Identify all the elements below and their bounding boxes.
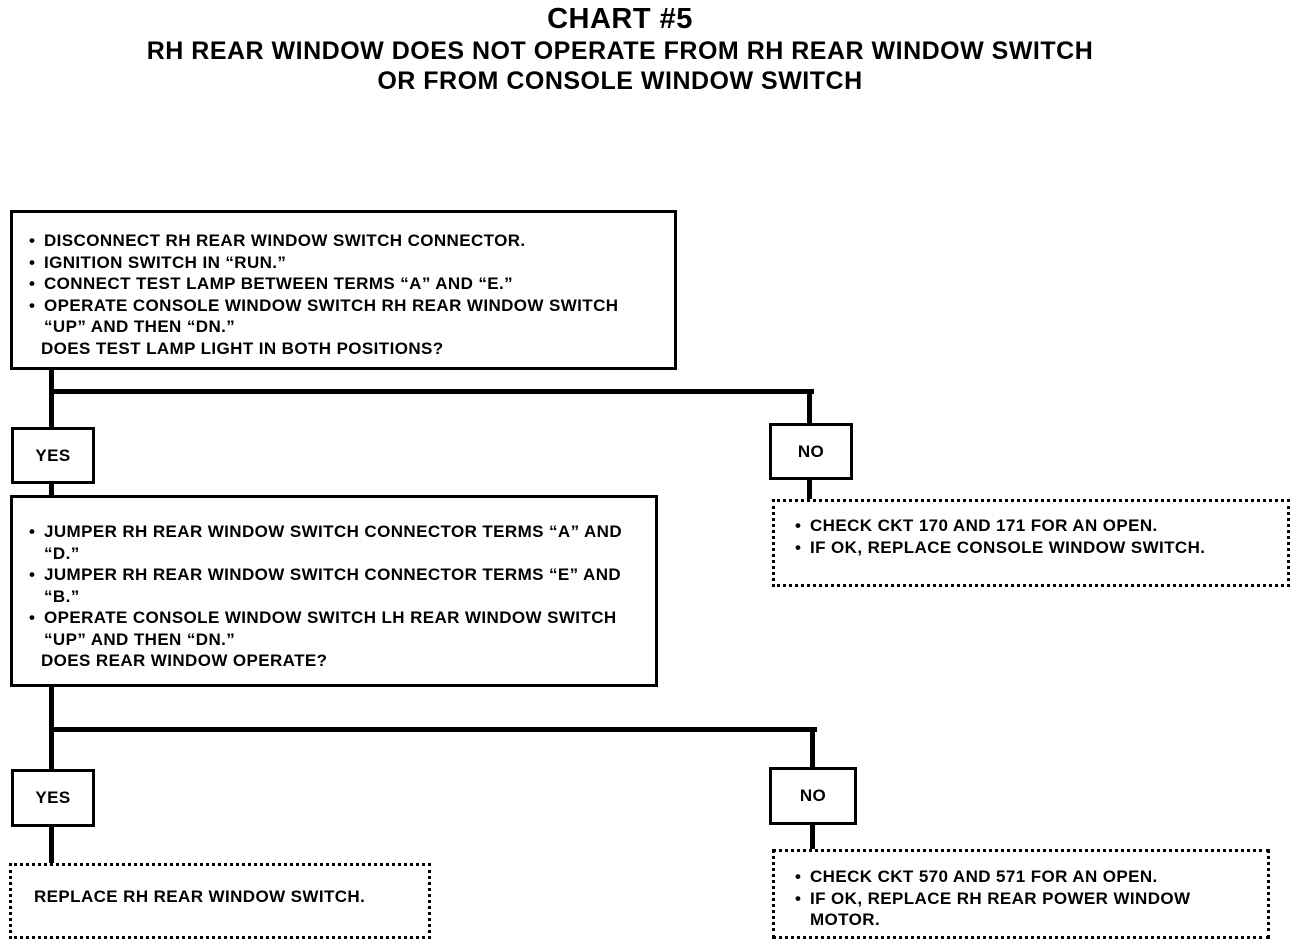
result-text: REPLACE RH REAR WINDOW SWITCH. xyxy=(34,887,366,906)
step2-yes-box: YES xyxy=(11,769,95,827)
chart-title-line-1: RH REAR WINDOW DOES NOT OPERATE FROM RH … xyxy=(146,37,1094,65)
step1-bullet: IGNITION SWITCH IN “RUN.” xyxy=(27,252,660,274)
step2-yes-result-box: REPLACE RH REAR WINDOW SWITCH. xyxy=(9,863,431,939)
step1-yes-box: YES xyxy=(11,427,95,484)
connector-branch1-no-down xyxy=(807,389,812,424)
step2-no-result-box: CHECK CKT 570 AND 571 FOR AN OPEN. IF OK… xyxy=(772,849,1270,939)
connector-yes1-to-step2 xyxy=(49,483,54,497)
step1-box: DISCONNECT RH REAR WINDOW SWITCH CONNECT… xyxy=(10,210,677,370)
step2-no-box: NO xyxy=(769,767,857,825)
result-bullet: IF OK, REPLACE CONSOLE WINDOW SWITCH. xyxy=(793,537,1287,559)
chart-title-line-2: OR FROM CONSOLE WINDOW SWITCH xyxy=(377,67,863,95)
step2-bullet: JUMPER RH REAR WINDOW SWITCH CONNECTOR T… xyxy=(27,521,629,564)
result-bullet: CHECK CKT 570 AND 571 FOR AN OPEN. xyxy=(793,866,1267,888)
step1-no-result-box: CHECK CKT 170 AND 171 FOR AN OPEN. IF OK… xyxy=(772,499,1290,587)
step1-question: DOES TEST LAMP LIGHT IN BOTH POSITIONS? xyxy=(41,338,444,358)
connector-no1-to-result xyxy=(807,479,812,501)
connector-branch1-horizontal xyxy=(49,389,814,394)
step2-box: JUMPER RH REAR WINDOW SWITCH CONNECTOR T… xyxy=(10,495,658,687)
step1-bullet: DISCONNECT RH REAR WINDOW SWITCH CONNECT… xyxy=(27,230,660,252)
connector-yes2-to-result xyxy=(49,825,54,865)
connector-branch2-no-down xyxy=(810,727,815,769)
result-bullet: CHECK CKT 170 AND 171 FOR AN OPEN. xyxy=(793,515,1287,537)
result-bullet: IF OK, REPLACE RH REAR POWER WINDOW MOTO… xyxy=(793,888,1255,931)
step2-bullet: OPERATE CONSOLE WINDOW SWITCH LH REAR WI… xyxy=(27,607,634,650)
connector-step1-down xyxy=(49,368,54,428)
step2-bullet-list: JUMPER RH REAR WINDOW SWITCH CONNECTOR T… xyxy=(27,521,641,650)
step2-question: DOES REAR WINDOW OPERATE? xyxy=(41,651,328,670)
step1-bullet-list: DISCONNECT RH REAR WINDOW SWITCH CONNECT… xyxy=(27,230,660,338)
connector-no2-to-result xyxy=(810,823,815,851)
step1-bullet: CONNECT TEST LAMP BETWEEN TERMS “A” AND … xyxy=(27,273,660,295)
step1-no-box: NO xyxy=(769,423,853,480)
connector-branch2-horizontal xyxy=(49,727,817,732)
chart-number: CHART #5 xyxy=(547,3,693,35)
step1-bullet: OPERATE CONSOLE WINDOW SWITCH RH REAR WI… xyxy=(27,295,634,338)
step2-bullet: JUMPER RH REAR WINDOW SWITCH CONNECTOR T… xyxy=(27,564,629,607)
